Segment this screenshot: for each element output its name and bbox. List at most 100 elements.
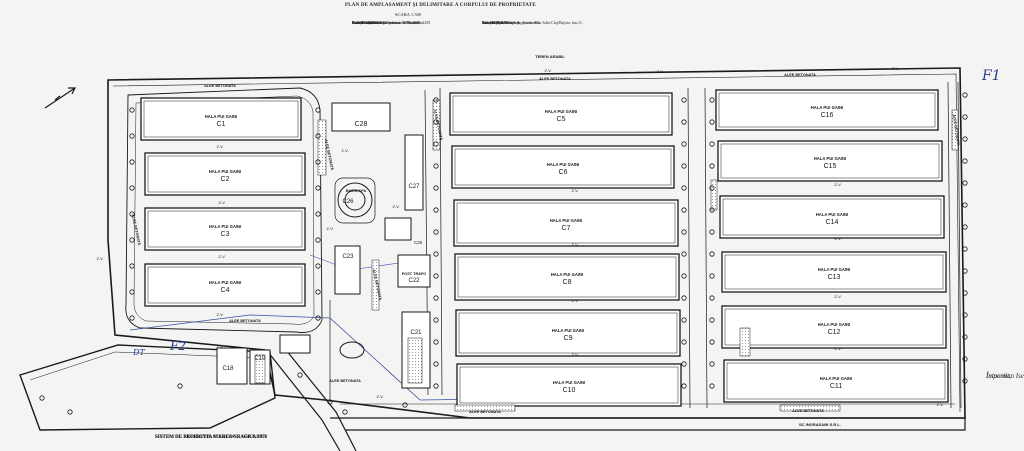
green-space-label: Z.V.: [377, 394, 384, 399]
utility-pole-symbol: [709, 383, 715, 389]
hall-inner-wall: [459, 366, 679, 404]
hall-code-label: C5: [557, 116, 566, 123]
hall-type-label: HALA PUI GAINI: [209, 169, 241, 174]
utility-pole-symbol: [315, 315, 321, 321]
utility-pole-symbol: [315, 107, 321, 113]
utility-pole-symbol: [433, 229, 439, 235]
hall-code-label: C3: [221, 231, 230, 238]
utility-pole-symbol: [129, 133, 135, 139]
utility-pole-symbol: [681, 273, 687, 279]
utility-pole-symbol: [433, 119, 439, 125]
building-code-label: C18: [222, 366, 234, 372]
hall-type-label: HALA PUI GAINI: [209, 224, 241, 229]
header-left-line: Nr. CF al imobilului: Unitatea: 1279, 12…: [352, 20, 431, 25]
utility-pole-symbol: [433, 383, 439, 389]
transformer-label: POST TRAFO: [402, 272, 427, 276]
alley-strip: [710, 179, 718, 211]
utility-pole-symbol: [433, 251, 439, 257]
utility-pole-symbol: [962, 246, 968, 252]
alley-label: ALEE BETONATA: [324, 139, 335, 171]
utility-pole-symbol: [315, 185, 321, 191]
green-space-label: Z.V.: [342, 148, 349, 153]
utility-pole-symbol: [962, 378, 968, 384]
header-right-line: S.C. TRANSAVIA S.A.: [482, 20, 521, 25]
green-space-label: Z.V.: [572, 242, 579, 247]
hall-inner-wall: [147, 266, 303, 304]
water-tank-inner: [344, 189, 366, 211]
parcel-boundary: [107, 67, 966, 419]
green-space-label: Z.V.: [219, 254, 226, 259]
utility-pole-symbol: [315, 289, 321, 295]
reference-line: SISTEM DE REFERINTA MAREA NEAGRA 1975: [155, 435, 266, 440]
hall-inner-wall: [726, 362, 946, 400]
building-code-label: C26: [342, 199, 354, 205]
alley-label: ALEE BETONATA: [469, 410, 501, 414]
utility-pole-symbol: [129, 159, 135, 165]
building-code-label: C25: [414, 240, 423, 245]
annex-line: [29, 351, 266, 381]
alley-label: ALEE BETONATA: [792, 409, 824, 413]
green-space-label: Z.V.: [217, 144, 224, 149]
green-space-label: Z.V.: [657, 69, 664, 74]
building-code-label: C28: [355, 121, 368, 128]
green-space-label: Z.V.: [393, 204, 400, 209]
utility-pole-symbol: [129, 211, 135, 217]
utility-pole-symbol: [129, 185, 135, 191]
hall-code-label: C9: [564, 335, 573, 342]
poultry-hall-c12: HALA PUI GAINI C12: [721, 305, 947, 349]
utility-pole-symbol: [709, 339, 715, 345]
utility-pole-symbol: [681, 207, 687, 213]
building-code-label: C22: [408, 278, 420, 284]
handwritten-dt-annotation: DT: [133, 348, 145, 357]
projection-line: SISTEM DE PROIECTIE STEREOGRAFICA 1970: [155, 435, 268, 440]
utility-pole-symbol: [297, 372, 303, 378]
hall-code-label: C6: [559, 169, 568, 176]
building-code-label: C23: [342, 254, 354, 260]
utility-pole-symbol: [709, 317, 715, 323]
green-space-label: Z.V.: [835, 346, 842, 351]
hall-code-label: C12: [828, 329, 841, 336]
hall-type-label: HALA PUI GAINI: [818, 322, 850, 327]
utility-pole-symbol: [962, 114, 968, 120]
green-space-label: Z.V.: [217, 312, 224, 317]
alley-strip: [779, 404, 841, 412]
service-building-c22: [397, 254, 431, 288]
green-space-label: Z.V.: [219, 200, 226, 205]
utility-pole-symbol: [681, 317, 687, 323]
top-road-label: TEREN ARABIL: [535, 54, 565, 59]
utility-pole-symbol: [962, 334, 968, 340]
inner-boundary-line: [112, 73, 961, 413]
utility-pole-symbol: [67, 409, 73, 415]
green-space-label: Z.V.: [572, 298, 579, 303]
hall-inner-wall: [724, 308, 944, 346]
alley-label: ALEE BETONATA: [539, 77, 571, 81]
hall-type-label: HALA PUI GAINI: [551, 272, 583, 277]
utility-pole-symbol: [433, 97, 439, 103]
alley-label: ALEE BETONATA: [784, 73, 816, 77]
hall-inner-wall: [456, 202, 676, 244]
utility-pole-symbol: [402, 402, 408, 408]
header-left-line: Com. Sântimbru: [352, 20, 379, 25]
green-space-label: Z.V.: [545, 68, 552, 73]
alley-strip: [739, 327, 751, 357]
hall-code-label: C11: [830, 383, 842, 390]
plan-title: PLAN DE AMPLASAMENT ŞI DELIMITARE A CORP…: [345, 3, 536, 8]
alley-label: ALEE BETONATA: [952, 114, 960, 146]
bottom-road-label: SC INGRASAMI S.R.L.: [799, 422, 841, 427]
left-loop-road-inner: [133, 95, 315, 325]
green-space-label: Z.V.: [835, 182, 842, 187]
hall-type-label: HALA PUI GAINI: [820, 376, 852, 381]
water-tank-label: BAZIN APA: [346, 189, 367, 193]
hall-inner-wall: [147, 210, 303, 248]
alley-label: ALEE BETONATA: [229, 319, 261, 323]
water-tank-base: [334, 177, 376, 224]
utility-pole-symbol: [962, 180, 968, 186]
service-building-c18: [216, 347, 248, 385]
